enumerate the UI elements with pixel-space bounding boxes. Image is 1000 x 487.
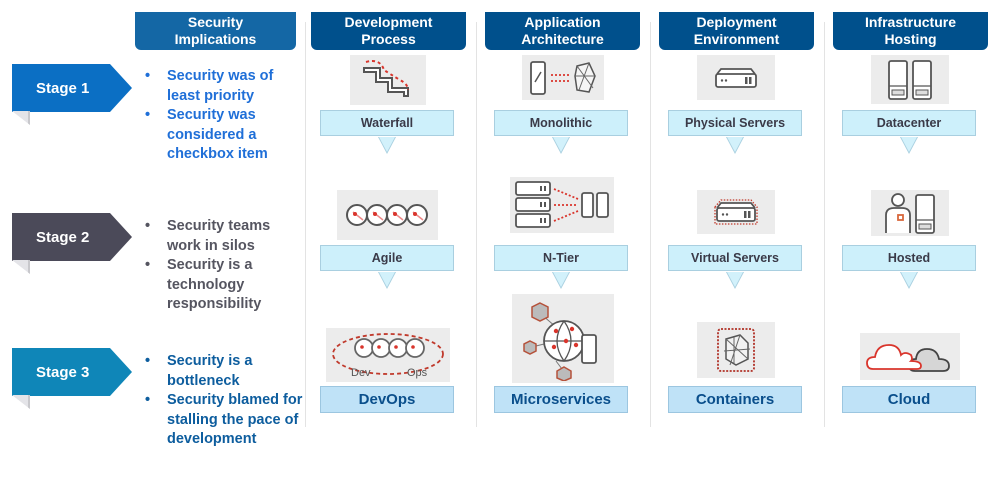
label-text: Hosted: [887, 251, 931, 265]
column-divider: [650, 22, 651, 427]
hosted-label: Hosted: [842, 245, 976, 271]
datacenter-icon: [871, 55, 949, 104]
header-infrastructure-hosting: Infrastructure Hosting: [833, 12, 988, 50]
stage-fold: [12, 111, 30, 125]
label-text: N-Tier: [543, 251, 579, 265]
implication-item: Security was considered a checkbox item: [145, 106, 305, 165]
monolithic-icon: [522, 55, 604, 100]
column-divider: [824, 22, 825, 427]
arrow-down-icon: [378, 137, 396, 154]
header-security-text: Security Implications: [174, 14, 257, 47]
label-text: DevOps: [358, 391, 416, 408]
physical-server-icon: [697, 55, 775, 100]
arrow-down-icon: [900, 137, 918, 154]
devops-label: DevOps: [320, 386, 454, 413]
stage-fold: [12, 395, 30, 409]
n-tier-icon: [510, 177, 614, 233]
agile-label: Agile: [320, 245, 454, 271]
label-text: Cloud: [887, 391, 931, 408]
cloud-icon: [860, 333, 960, 380]
label-text: Agile: [371, 251, 403, 265]
header-development-process: Development Process: [311, 12, 466, 50]
arrow-down-icon: [378, 272, 396, 289]
stage-label: Stage 3: [36, 363, 90, 381]
header-deployment-environment: Deployment Environment: [659, 12, 814, 50]
label-text: Microservices: [510, 391, 612, 408]
header-text: Application Architecture: [521, 14, 604, 47]
containers-icon: [697, 322, 775, 378]
stage-1-implications: Security was of least priority Security …: [145, 67, 305, 165]
implication-item: Security is a bottleneck: [145, 352, 305, 391]
implication-item: Security teams work in silos: [145, 217, 305, 256]
header-text: Infrastructure Hosting: [864, 14, 957, 47]
dev-text: Dev: [351, 367, 371, 379]
arrow-down-icon: [900, 272, 918, 289]
implication-item: Security was of least priority: [145, 67, 305, 106]
stage-2-implications: Security teams work in silos Security is…: [145, 217, 305, 315]
stage-1-arrow: Stage 1: [12, 64, 132, 112]
stage-2-arrow: Stage 2: [12, 213, 132, 261]
stage-label: Stage 1: [36, 79, 90, 97]
stage-fold: [12, 260, 30, 274]
virtual-servers-label: Virtual Servers: [668, 245, 802, 271]
label-text: Physical Servers: [684, 116, 786, 130]
devops-icon: Dev Ops: [326, 328, 450, 382]
waterfall-label: Waterfall: [320, 110, 454, 136]
header-security-implications: Security Implications: [135, 12, 296, 50]
implication-item: Security blamed for stalling the pace of…: [145, 391, 305, 450]
agile-icon: [337, 190, 438, 240]
implication-item: Security is a technology responsibility: [145, 256, 305, 315]
containers-label: Containers: [668, 386, 802, 413]
arrow-down-icon: [726, 272, 744, 289]
virtual-server-icon: [697, 190, 775, 234]
monolithic-label: Monolithic: [494, 110, 628, 136]
arrow-down-icon: [552, 137, 570, 154]
label-text: Virtual Servers: [690, 251, 780, 265]
header-text: Deployment Environment: [693, 14, 780, 47]
cloud-label: Cloud: [842, 386, 976, 413]
arrow-down-icon: [552, 272, 570, 289]
waterfall-icon: [350, 55, 426, 105]
header-text: Development Process: [344, 14, 433, 47]
stage-label: Stage 2: [36, 228, 90, 246]
arrow-down-icon: [726, 137, 744, 154]
label-text: Containers: [695, 391, 775, 408]
physical-servers-label: Physical Servers: [668, 110, 802, 136]
stage-3-implications: Security is a bottleneck Security blamed…: [145, 352, 305, 450]
microservices-label: Microservices: [494, 386, 628, 413]
hosted-icon: [871, 190, 949, 236]
n-tier-label: N-Tier: [494, 245, 628, 271]
stage-3-arrow: Stage 3: [12, 348, 132, 396]
microservices-icon: [512, 294, 614, 383]
ops-text: Ops: [407, 367, 428, 379]
datacenter-label: Datacenter: [842, 110, 976, 136]
label-text: Monolithic: [529, 116, 593, 130]
column-divider: [305, 22, 306, 427]
label-text: Waterfall: [360, 116, 414, 130]
header-application-architecture: Application Architecture: [485, 12, 640, 50]
label-text: Datacenter: [876, 116, 942, 130]
column-divider: [476, 22, 477, 427]
